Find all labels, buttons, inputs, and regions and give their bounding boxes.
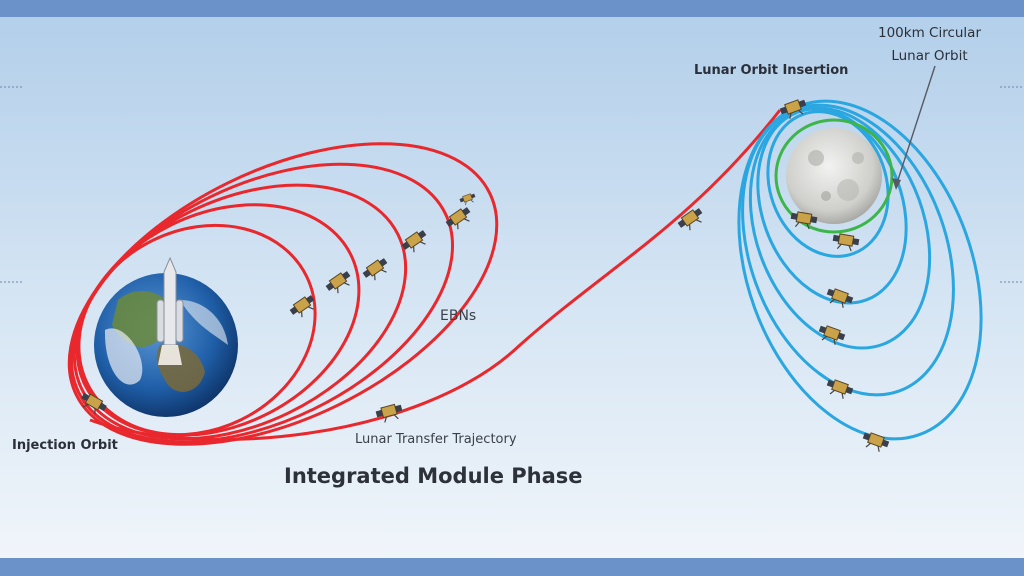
circular-lunar-orbit — [774, 118, 894, 234]
circular-orbit-label-line2: Lunar Orbit — [891, 48, 968, 64]
launch-vehicle — [156, 256, 184, 365]
earth-orbits — [67, 109, 782, 446]
circular-orbit-label-line1: 100km Circular — [878, 25, 982, 41]
lunar-transfer-trajectory — [89, 109, 782, 441]
earth-orbit-4 — [69, 162, 455, 444]
earth-orbit-1 — [77, 223, 317, 437]
circular-orbit-label: 100km Circular Lunar Orbit — [878, 22, 981, 68]
phase-title: Integrated Module Phase — [284, 464, 583, 488]
injection-orbit-label: Injection Orbit — [12, 438, 118, 453]
circular-orbit-pointer — [892, 65, 936, 190]
lunar-orbit-insertion-label: Lunar Orbit Insertion — [694, 63, 849, 78]
earth-orbit-3 — [72, 183, 408, 441]
moon — [786, 128, 882, 224]
earth-orbit-2 — [75, 203, 361, 437]
lunar-orbit-5 — [766, 110, 890, 258]
lunar-transfer-trajectory-label: Lunar Transfer Trajectory — [355, 432, 517, 447]
earth-orbit-5 — [67, 142, 499, 446]
ebns-label: EBNs — [440, 308, 477, 324]
